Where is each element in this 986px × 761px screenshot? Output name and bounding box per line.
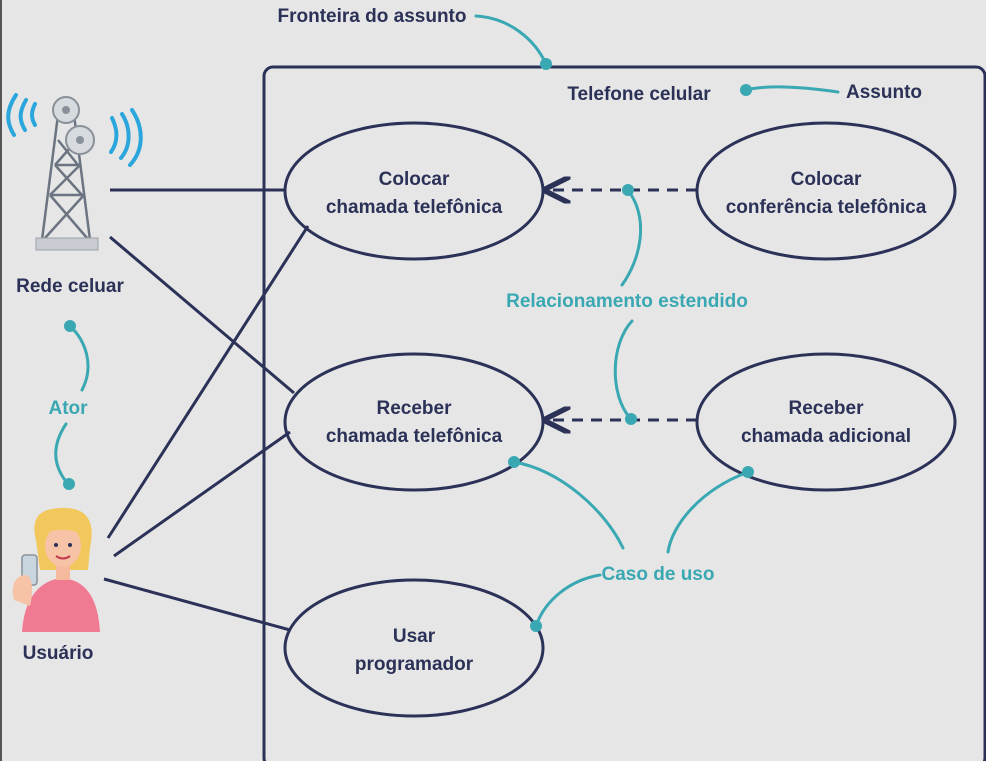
cell-tower-icon [6,93,143,251]
annotation-actor: Ator [48,398,88,419]
dot-subject [740,84,752,96]
leader-subject-boundary [474,14,548,66]
use-case-scheduler-line1: Usar [393,626,436,647]
association-user-receive-call [113,430,291,558]
annotation-subject: Assunto [846,82,922,103]
leader-subject [744,85,840,94]
dot-use-case-scheduler [530,620,542,632]
dot-extend-bottom [625,413,637,425]
leader-use-case-additional [666,470,750,554]
extend-relations [546,190,697,420]
annotation-subject-boundary: Fronteira do assunto [278,6,467,27]
use-case-receive-additional [695,352,957,492]
use-case-receive-call-line1: Receber [377,398,453,419]
annotation-dots [63,58,754,632]
use-case-shapes [283,121,957,718]
dot-use-case-additional [742,466,754,478]
use-case-place-call-line1: Colocar [379,169,450,190]
dot-actor-top [64,320,76,332]
actor-network-label: Rede celuar [16,276,124,297]
annotation-leaders [54,14,840,628]
system-boundary [262,65,986,761]
annotation-extend-relation: Relacionamento estendido [506,291,748,312]
leader-actor-bottom [54,422,70,486]
dot-use-case-receive [508,456,520,468]
leader-actor-top [68,324,90,392]
association-network-receive-call [109,235,295,395]
use-case-receive-additional-line2: chamada adicional [741,426,911,447]
associations [103,188,310,632]
use-case-place-call-line2: chamada telefônica [326,197,503,218]
association-user-place-call [106,225,310,539]
use-case-place-conference-line2: conferência telefônica [726,197,927,218]
association-user-scheduler [103,577,291,632]
dot-extend-top [622,184,634,196]
use-case-receive-additional-line1: Receber [789,398,865,419]
system-title: Telefone celular [567,84,711,105]
use-case-place-conference-line1: Colocar [791,169,862,190]
use-case-place-conference [695,121,957,261]
leader-extend-top [620,188,642,287]
user-woman-icon [12,508,100,632]
use-case-receive-call [283,352,545,492]
leader-use-case-receive [512,460,625,550]
leader-use-case-scheduler [534,573,602,628]
use-case-receive-call-line2: chamada telefônica [326,426,503,447]
actor-user-label: Usuário [23,643,94,664]
annotation-use-case: Caso de uso [602,564,715,585]
dot-actor-bottom [63,478,75,490]
use-case-place-call [283,121,545,261]
use-case-scheduler [283,578,545,718]
dot-subject-boundary [540,58,552,70]
use-case-scheduler-line2: programador [355,654,474,675]
leader-extend-bottom [613,319,634,420]
